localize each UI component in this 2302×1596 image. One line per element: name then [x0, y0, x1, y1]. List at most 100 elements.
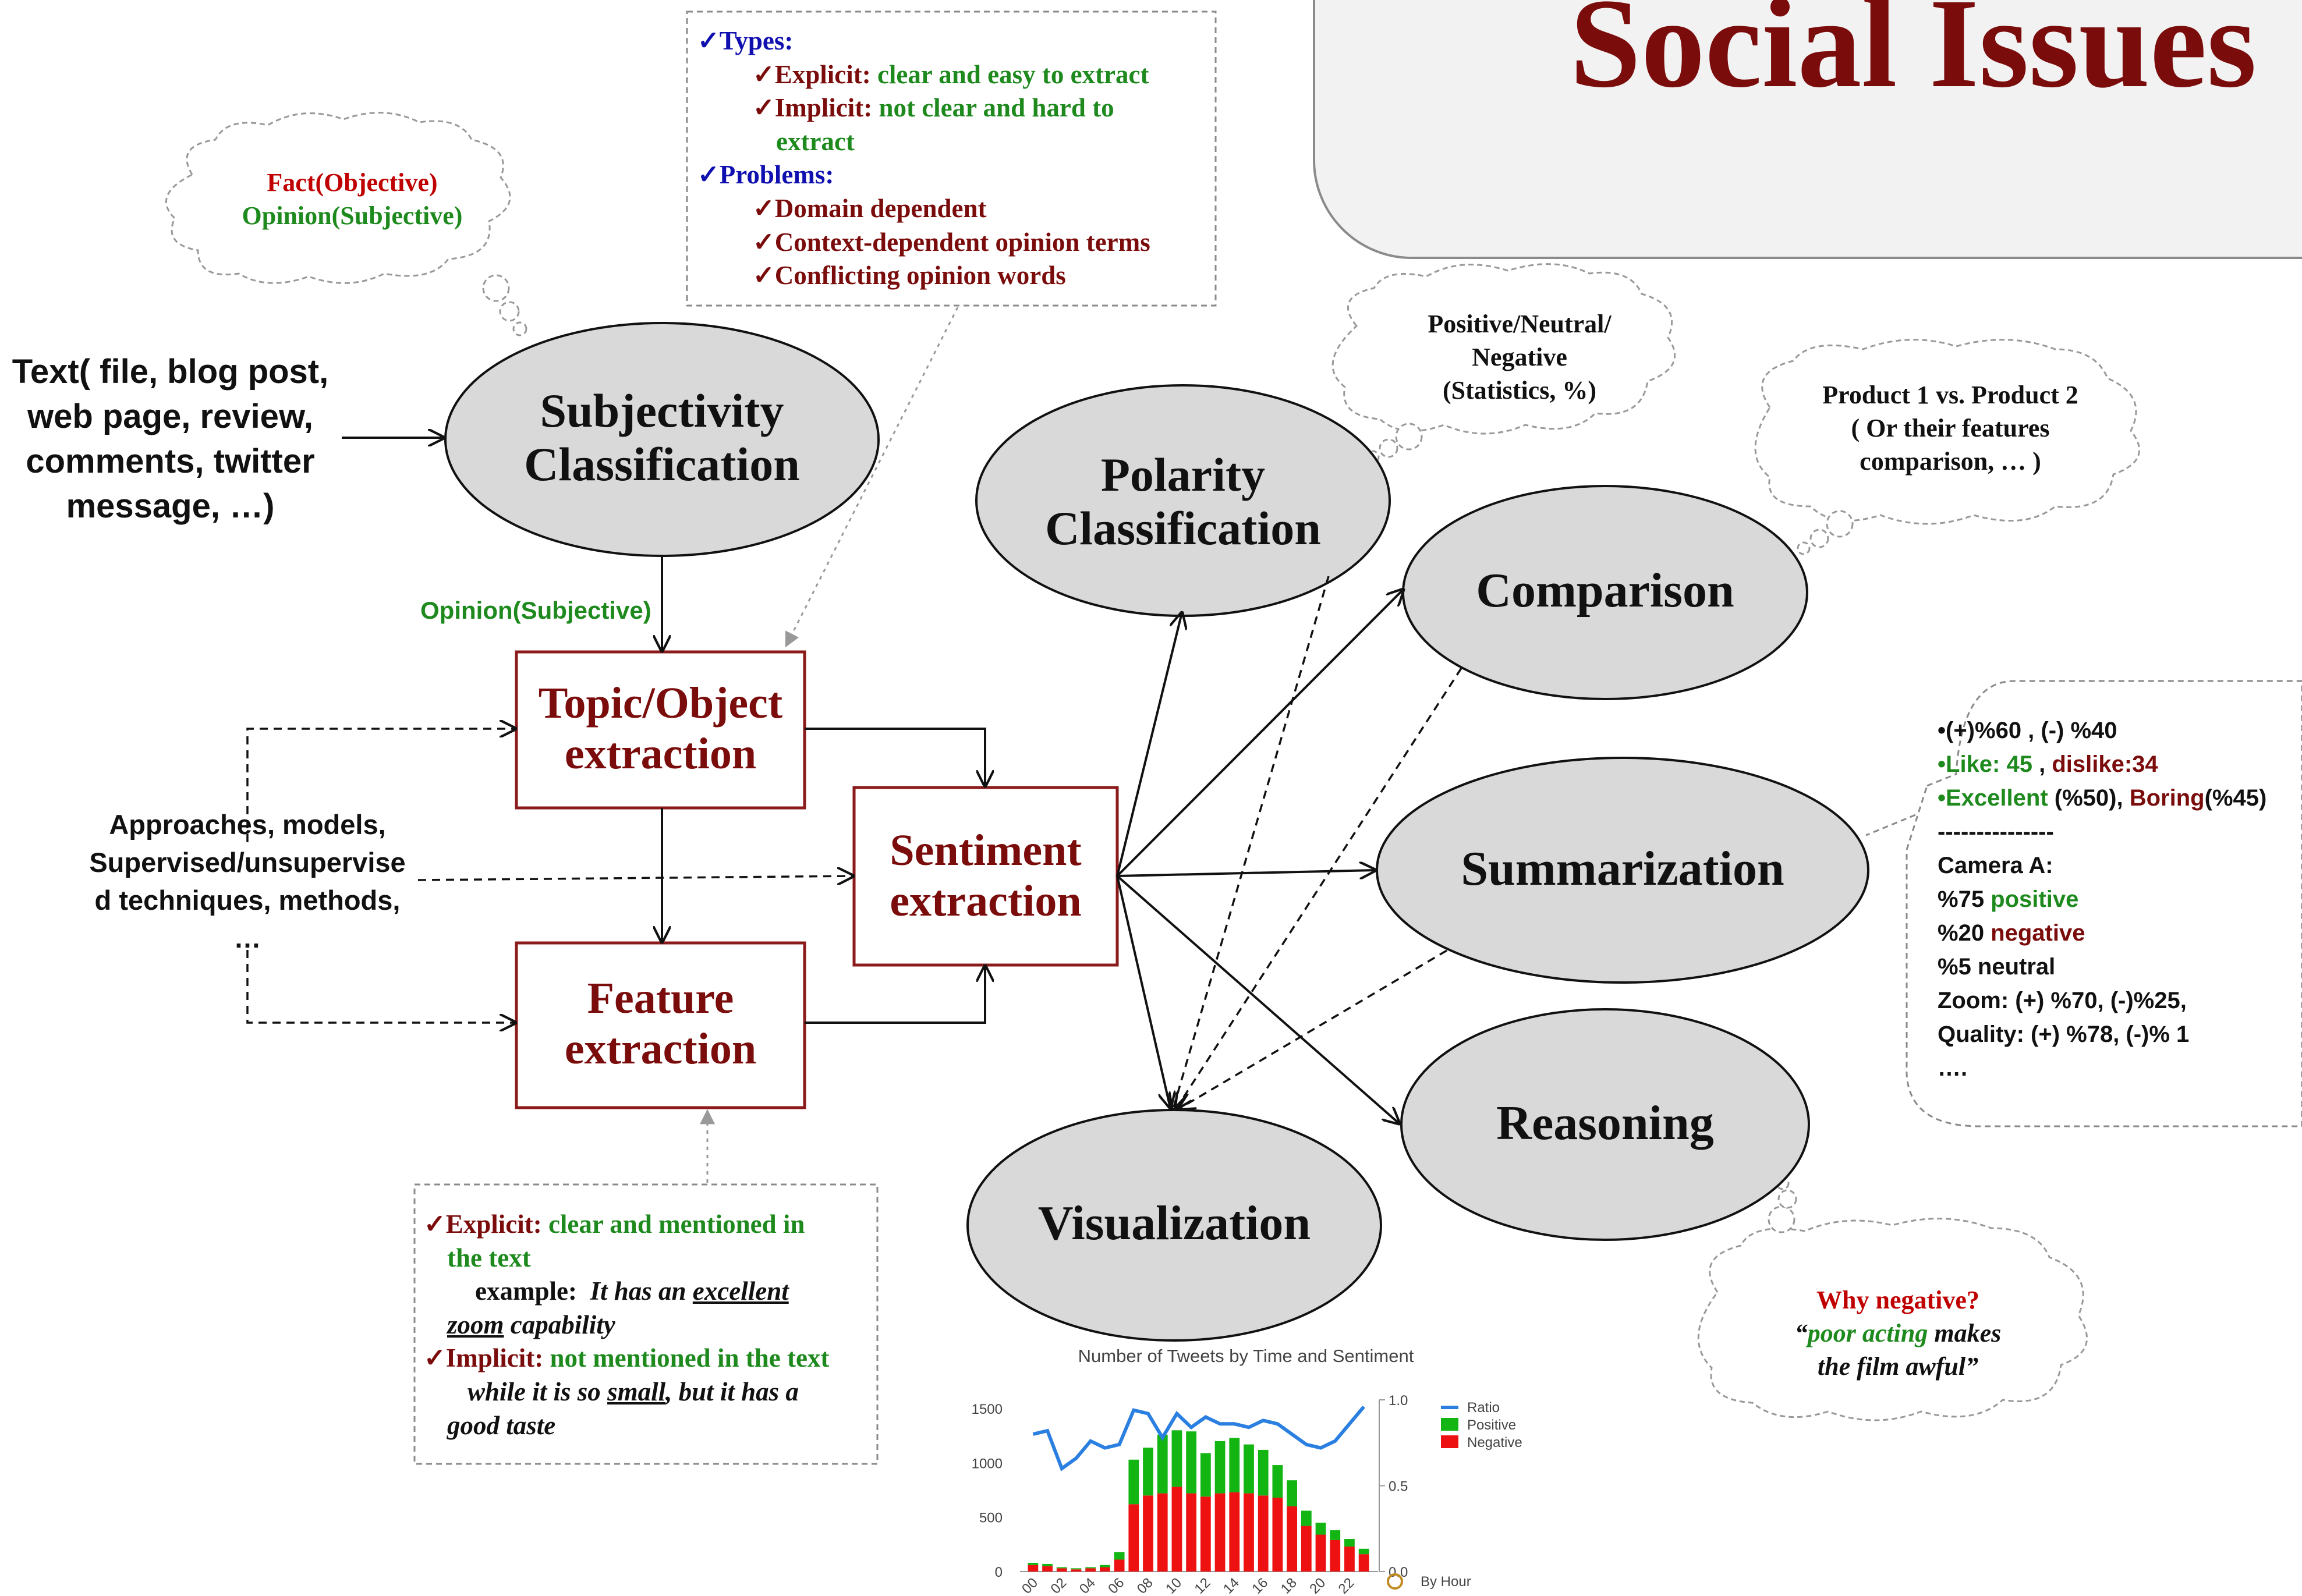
types-box: ✓Types: ✓Explicit: clear and easy to ext…	[697, 24, 1150, 293]
chart-bar-positive	[1287, 1480, 1297, 1506]
summary-pos-val: %75	[1938, 886, 1991, 912]
chart-bar-negative	[1272, 1498, 1283, 1572]
summary-positive: %75 positive	[1938, 882, 2266, 916]
feature-implicit-ex-line: while it is so small, but it has a	[424, 1375, 829, 1409]
approaches-line4: …	[233, 922, 261, 953]
chart-bar-positive	[1301, 1510, 1312, 1526]
feature-label-line2: extraction	[564, 1024, 757, 1074]
chart-bar-positive	[1114, 1552, 1125, 1560]
summary-pos-word: positive	[1991, 886, 2079, 912]
example-text: It has an	[590, 1276, 693, 1306]
chart-bar-negative	[1200, 1496, 1211, 1572]
opinion-edge-label: Opinion(Subjective)	[420, 597, 651, 624]
cloud-comparison-line2: ( Or their features	[1851, 414, 2050, 443]
legend-negative-swatch	[1441, 1435, 1458, 1448]
slide-title: Social Issues	[1570, 0, 2257, 114]
quote-rest: makes	[1928, 1319, 2002, 1348]
chart-bar-negative	[1301, 1526, 1312, 1572]
reasoning-label: Reasoning	[1496, 1096, 1714, 1150]
topic-label-line2: extraction	[564, 729, 757, 779]
feature-label-line1: Feature	[587, 974, 734, 1023]
summary-zoom: Zoom: (+) %70, (-)%25,	[1938, 988, 2187, 1013]
summary-sep: ,	[2032, 751, 2052, 777]
summary-camera: Camera A:	[1938, 853, 2053, 878]
legend-ratio-label: Ratio	[1467, 1400, 1500, 1416]
cloud-comparison-shape	[1754, 339, 2141, 555]
chart-y-tick-left: 1000	[972, 1456, 1003, 1471]
types-implicit-text1: not clear and hard to	[872, 93, 1114, 123]
cloud-comparison-text: Product 1 vs. Product 2 ( Or their featu…	[1799, 378, 2102, 478]
cloud-reasoning-shape	[1697, 1176, 2088, 1421]
summary-neg-word: negative	[1991, 920, 2085, 946]
summary-box-pointer	[1865, 814, 1916, 836]
chart-bar-positive	[1244, 1444, 1254, 1494]
summary-excellent-val: (%50),	[2048, 785, 2130, 811]
chart-bar-negative	[1358, 1554, 1369, 1572]
topic-label-line1: Topic/Object	[538, 679, 783, 728]
approaches-line1: Approaches, models,	[109, 809, 386, 840]
summary-neutral: %5 neutral	[1938, 954, 2056, 980]
cloud-quote-line2: the film awful”	[1817, 1352, 1979, 1381]
feature-implicit-head: ✓Implicit:	[424, 1343, 544, 1373]
implicit-ex-text1: while it is so	[468, 1377, 608, 1406]
feature-implicit-line: ✓Implicit: not mentioned in the text	[424, 1342, 829, 1375]
feature-explicit-line: ✓Explicit: clear and mentioned in	[424, 1208, 829, 1242]
visualization-label: Visualization	[1037, 1196, 1311, 1250]
chart-bar-negative	[1287, 1506, 1297, 1572]
feature-example-line2: zoom capability	[424, 1308, 829, 1342]
chart-bar-negative	[1214, 1493, 1226, 1572]
legend-positive-label: Positive	[1467, 1417, 1516, 1433]
subjectivity-label: Subjectivity Classification	[458, 384, 866, 491]
chart-bar-negative	[1229, 1492, 1240, 1572]
chart-bar-positive	[1186, 1431, 1197, 1494]
chart-x-tick: 22	[1336, 1575, 1358, 1596]
chart-title: Number of Tweets by Time and Sentiment	[1078, 1346, 1414, 1366]
chart-bar-negative	[1244, 1493, 1254, 1572]
chart-bar-negative	[1056, 1568, 1067, 1572]
quote-green-words: poor acting	[1807, 1319, 1928, 1348]
chart-bar-positive	[1042, 1563, 1053, 1566]
sentiment-label-line2: extraction	[890, 877, 1082, 926]
chart-bar-positive	[1157, 1434, 1168, 1494]
summary-negative: %20 negative	[1938, 916, 2266, 950]
subjectivity-label-line2: Classification	[524, 437, 800, 491]
feature-box: ✓Explicit: clear and mentioned in the te…	[424, 1208, 829, 1442]
chart-bar-positive	[1358, 1548, 1369, 1555]
chart-bar-positive	[1214, 1441, 1226, 1494]
feature-explicit-text1: clear and mentioned in	[541, 1210, 805, 1239]
input-text-line1: Text( file, blog post,	[12, 353, 329, 391]
chart-y-tick-left: 500	[979, 1510, 1003, 1526]
feature-implicit-text: not mentioned in the text	[543, 1343, 830, 1373]
chart-x-tick: 10	[1163, 1575, 1185, 1596]
summary-boring: Boring	[2129, 785, 2205, 811]
cloud-polarity-line2: Negative	[1472, 343, 1567, 372]
chart-bar-negative	[1315, 1534, 1326, 1572]
chart-x-tick: 02	[1047, 1575, 1069, 1596]
problem-item: ✓Context-dependent opinion terms	[753, 227, 1150, 257]
cloud-comparison-line1: Product 1 vs. Product 2	[1822, 381, 2078, 409]
chart-x-tick: 18	[1278, 1575, 1300, 1596]
chart-bar-negative	[1330, 1540, 1341, 1572]
problem-item: ✓Conflicting opinion words	[753, 261, 1066, 290]
feature-rect	[515, 941, 806, 1109]
summary-line1: •(+)%60 , (-) %40	[1938, 718, 2117, 743]
example-text2: capability	[504, 1310, 615, 1339]
types-implicit-line: ✓Implicit: not clear and hard to	[697, 91, 1150, 125]
input-text-line3: comments, twitter	[26, 442, 315, 481]
summary-excellent: •Excellent	[1938, 785, 2048, 811]
chart-bar-positive	[1315, 1523, 1326, 1535]
chart-x-tick: 14	[1220, 1575, 1242, 1596]
chart-bar-negative	[1143, 1495, 1153, 1572]
chart-bar-negative	[1258, 1495, 1269, 1572]
solid-arrows	[342, 438, 1403, 1123]
title-box: Social Issues	[1313, 0, 2302, 259]
chart-y-tick-right: 0.0	[1389, 1565, 1408, 1580]
chart-x-tick: 04	[1076, 1575, 1099, 1596]
example-word-zoom: zoom	[447, 1310, 504, 1339]
input-text-line2: web page, review,	[27, 398, 314, 436]
chart-bar-positive	[1229, 1438, 1240, 1492]
approaches-line2: Supervised/unsupervise	[89, 846, 406, 878]
chart-bar-negative	[1100, 1567, 1110, 1572]
sentiment-label-line1: Sentiment	[890, 826, 1082, 875]
